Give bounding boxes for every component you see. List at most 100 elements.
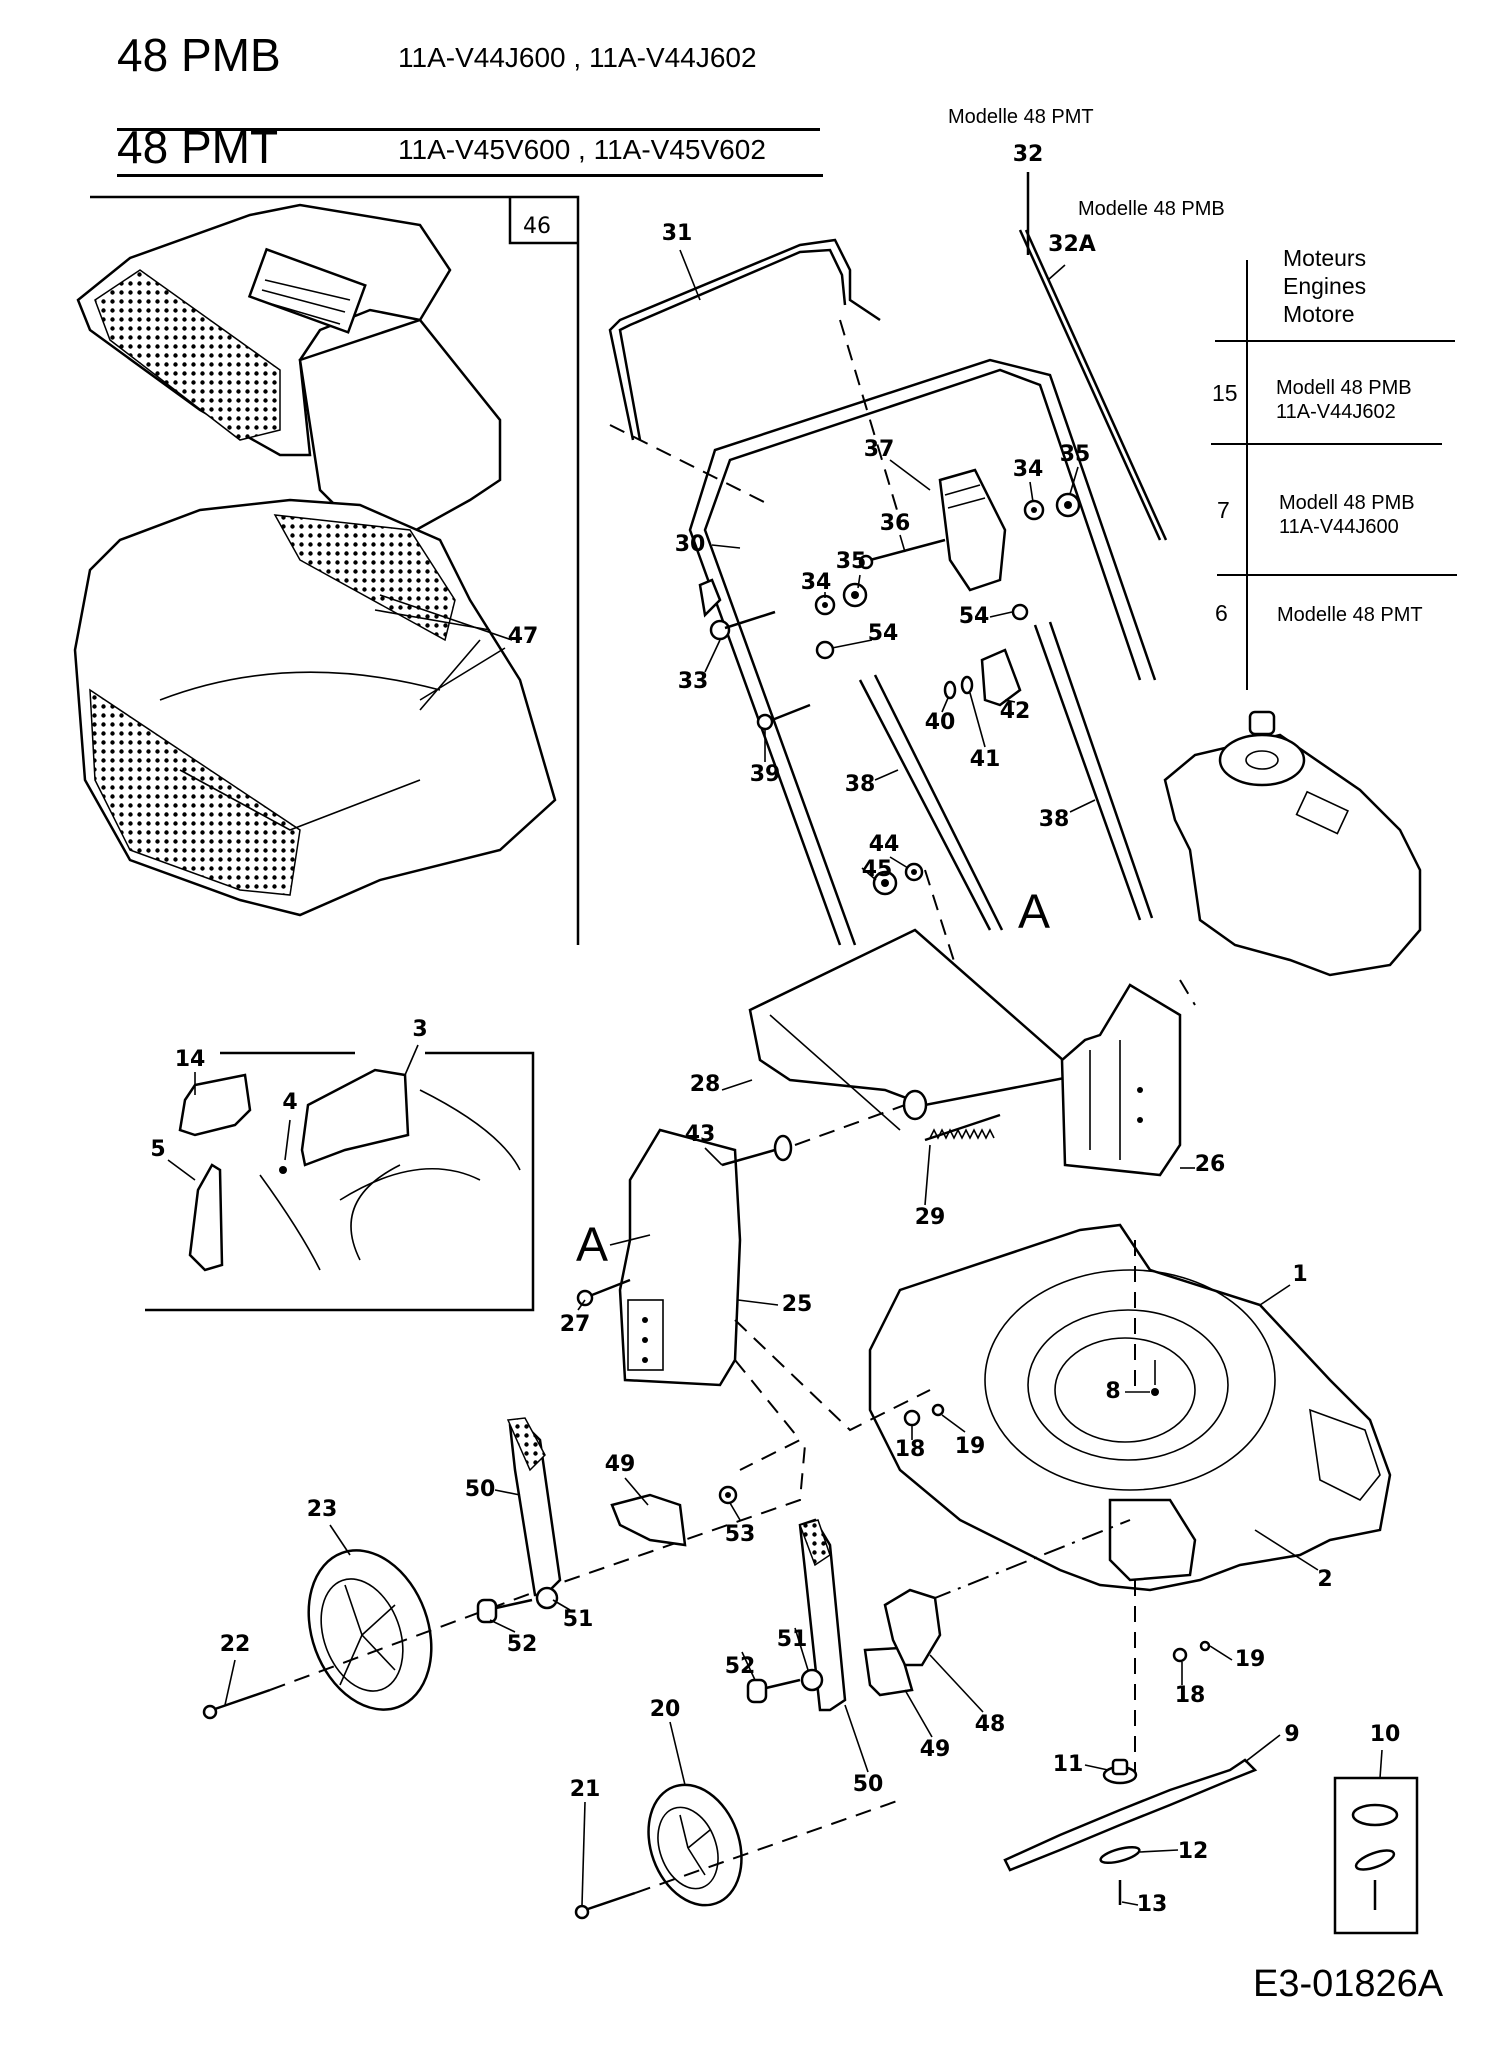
callout-25: 25 bbox=[781, 1292, 813, 1317]
inset-frame bbox=[145, 1051, 535, 1312]
plug-14 bbox=[178, 1073, 252, 1137]
lower-handle-frame bbox=[688, 319, 1157, 946]
callout-40: 40 bbox=[924, 710, 956, 735]
callout-4: 4 bbox=[282, 1090, 298, 1115]
engine-table-header: Moteurs Engines Motore bbox=[1283, 245, 1367, 327]
callout-50-rear: 50 bbox=[464, 1477, 496, 1502]
washer-12 bbox=[1099, 1845, 1141, 1865]
callout-35-left: 35 bbox=[835, 549, 867, 574]
callout-10: 10 bbox=[1369, 1722, 1401, 1747]
model-title-pmt: 48 PMT bbox=[117, 121, 279, 173]
axle-bolt-22 bbox=[211, 1688, 271, 1712]
callout-51-front: 51 bbox=[776, 1627, 808, 1652]
control-bracket bbox=[938, 468, 1007, 592]
grass-catcher-frame bbox=[90, 195, 580, 945]
callout-46: 46 bbox=[523, 214, 551, 239]
callout-52-front: 52 bbox=[724, 1654, 756, 1679]
callout-53: 53 bbox=[724, 1522, 756, 1547]
engine bbox=[1163, 710, 1422, 977]
rear-bracket-right bbox=[1060, 983, 1182, 1177]
callout-18-lower: 18 bbox=[1174, 1683, 1206, 1708]
callout-39: 39 bbox=[749, 762, 781, 787]
callout-1: 1 bbox=[1292, 1262, 1308, 1287]
bracket-49-front bbox=[863, 1646, 914, 1697]
callout-26: 26 bbox=[1194, 1152, 1226, 1177]
model-note-pmb: Modelle 48 PMB bbox=[1078, 198, 1225, 220]
callout-22: 22 bbox=[219, 1632, 251, 1657]
washer-19-lower bbox=[1199, 1640, 1211, 1652]
engine-row-2: Modell 48 PMB 11A-V44J600 bbox=[1279, 492, 1415, 538]
engine-table-hline-1 bbox=[1215, 340, 1455, 342]
washer-41 bbox=[960, 675, 974, 695]
nut-18-deck bbox=[903, 1409, 921, 1427]
callout-38-left: 38 bbox=[844, 772, 876, 797]
callout-27: 27 bbox=[559, 1312, 591, 1337]
callout-2: 2 bbox=[1317, 1567, 1333, 1592]
engine-table-hline-3 bbox=[1217, 574, 1457, 576]
engine-row-1: Modell 48 PMB 11A-V44J602 bbox=[1276, 377, 1412, 423]
bolt-36 bbox=[869, 538, 946, 562]
callout-31: 31 bbox=[661, 221, 693, 246]
callout-52-rear: 52 bbox=[506, 1632, 538, 1657]
reference-mark-a-upper: A bbox=[1017, 885, 1051, 939]
callout-35-right: 35 bbox=[1059, 442, 1091, 467]
drawing-code: E3-01826A bbox=[1253, 1963, 1444, 2005]
lower-handle-tube-left bbox=[858, 674, 1004, 931]
callout-43: 43 bbox=[684, 1122, 716, 1147]
callout-37: 37 bbox=[863, 437, 895, 462]
callout-14: 14 bbox=[174, 1047, 206, 1072]
callout-32a: 32A bbox=[1048, 232, 1096, 257]
engine-row-3: Modelle 48 PMT bbox=[1277, 604, 1423, 626]
axle-bolt-21 bbox=[584, 1891, 636, 1912]
control-cable bbox=[1018, 172, 1168, 541]
engine-table-vline bbox=[1246, 260, 1248, 690]
callout-54-left: 54 bbox=[867, 621, 899, 646]
callout-19-lower: 19 bbox=[1234, 1647, 1266, 1672]
callout-36: 36 bbox=[879, 511, 911, 536]
header-divider bbox=[117, 128, 820, 131]
callout-19-deck: 19 bbox=[954, 1434, 986, 1459]
engine-ref-6: 6 bbox=[1215, 600, 1228, 626]
bolt-52-front bbox=[746, 1678, 768, 1704]
washer-51 bbox=[535, 1586, 559, 1610]
washer-19-deck bbox=[931, 1403, 945, 1417]
callout-23: 23 bbox=[306, 1497, 338, 1522]
rear-bracket-left bbox=[618, 1128, 742, 1387]
callout-12: 12 bbox=[1177, 1839, 1209, 1864]
reference-mark-a-lower: A bbox=[575, 1218, 609, 1272]
callout-32: 32 bbox=[1012, 142, 1044, 167]
callout-54-right: 54 bbox=[958, 604, 990, 629]
callout-49-rear: 49 bbox=[604, 1452, 636, 1477]
lower-handle-tube-right bbox=[1033, 621, 1154, 921]
callout-29: 29 bbox=[914, 1205, 946, 1230]
rear-flap-2 bbox=[1108, 1498, 1197, 1582]
callout-42: 42 bbox=[999, 699, 1031, 724]
bolt-39 bbox=[756, 713, 774, 731]
engine-table-hline-2 bbox=[1211, 443, 1442, 445]
nut-18-lower bbox=[1172, 1647, 1188, 1663]
bracket-49 bbox=[610, 1493, 687, 1547]
leader-lines bbox=[167, 249, 1383, 1906]
model-codes-pmb: 11A-V44J600 , 11A-V44J602 bbox=[398, 42, 757, 73]
callout-9: 9 bbox=[1284, 1722, 1300, 1747]
cable-clip-42 bbox=[980, 648, 1022, 707]
blade-9 bbox=[1003, 1758, 1258, 1872]
upper-handle-bar bbox=[608, 238, 881, 506]
bolt-43 bbox=[721, 1148, 776, 1167]
callout-41: 41 bbox=[969, 747, 1001, 772]
callout-49-front: 49 bbox=[919, 1737, 951, 1762]
screw-4 bbox=[279, 1166, 287, 1174]
callout-51-rear: 51 bbox=[562, 1607, 594, 1632]
inset-parts bbox=[178, 1068, 521, 1272]
knob-33 bbox=[698, 578, 776, 641]
callout-30: 30 bbox=[674, 532, 706, 557]
washer-54-right bbox=[1011, 603, 1029, 621]
callout-34-right: 34 bbox=[1012, 457, 1044, 482]
engine-ref-7: 7 bbox=[1217, 497, 1230, 523]
engine-ref-15: 15 bbox=[1212, 380, 1238, 406]
callout-44: 44 bbox=[868, 832, 900, 857]
model-note-pmt: Modelle 48 PMT bbox=[948, 106, 1094, 128]
callout-45: 45 bbox=[861, 857, 893, 882]
callout-5: 5 bbox=[150, 1137, 166, 1162]
